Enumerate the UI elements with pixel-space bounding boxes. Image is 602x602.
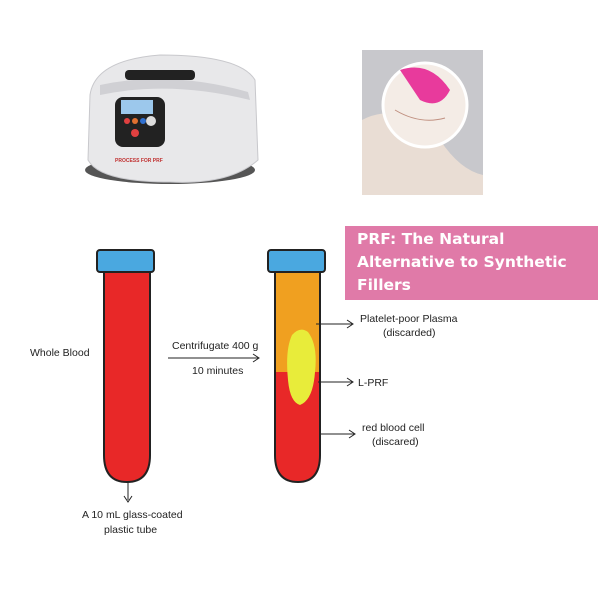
title-banner: PRF: The Natural Alternative to Syntheti… [345,226,598,300]
centrifuge-image: PROCESS FOR PRF [85,54,259,184]
rbc-label: red blood cell [362,422,424,434]
centrifuge-time-label: 10 minutes [192,365,243,377]
plasma-label: Platelet-poor Plasma [360,313,458,325]
tube-caption-line2: plastic tube [104,524,157,536]
tube-cap [267,249,326,273]
separated-tube [267,249,326,484]
whole-blood-tube [96,249,155,503]
rbc-sublabel: (discared) [372,436,419,448]
centrifuge-brand: PROCESS FOR PRF [115,158,163,164]
l-prf-clot [287,329,316,405]
l-prf-label: L-PRF [358,377,388,389]
banner-title: PRF: The Natural Alternative to Syntheti… [357,230,567,294]
face-photo-image [362,50,483,195]
whole-blood-label: Whole Blood [30,347,90,359]
plasma-sublabel: (discarded) [383,327,436,339]
tube-caption-line1: A 10 mL glass-coated [82,509,183,521]
tube-cap [96,249,155,273]
centrifuge-speed-label: Centrifugate 400 g [172,340,259,352]
